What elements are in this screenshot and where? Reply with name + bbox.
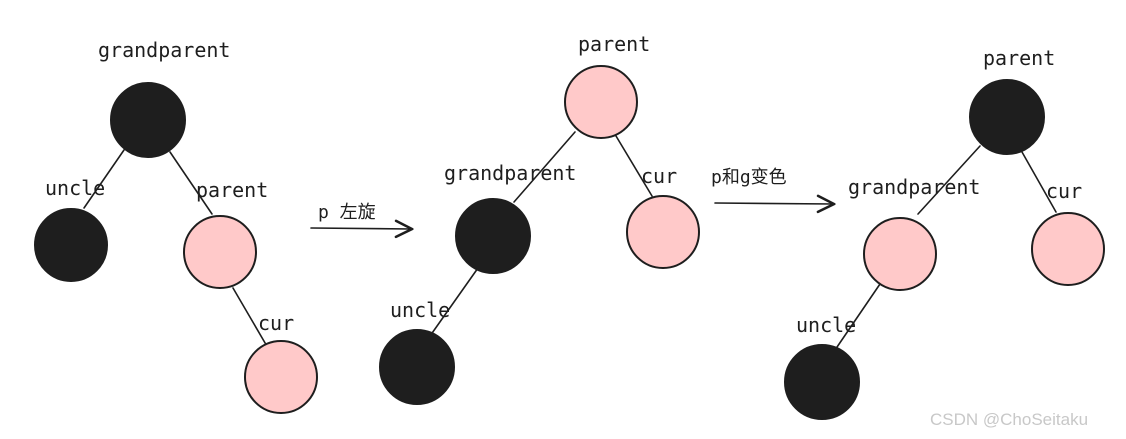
label-uncle: uncle: [390, 298, 450, 322]
node-parent: [969, 79, 1045, 155]
label-grandparent: grandparent: [98, 38, 230, 62]
node-cur: [626, 195, 700, 269]
arrow-recolor: p和g变色: [711, 167, 834, 204]
label-parent: parent: [196, 178, 268, 202]
edge-parent-cur: [1021, 151, 1057, 213]
arrow-rotate-label: p 左旋: [318, 202, 376, 223]
label-grandparent: grandparent: [848, 175, 980, 199]
arrow-recolor-line: [714, 203, 834, 204]
edge-grandparent-uncle: [834, 283, 881, 351]
edge-grandparent-uncle: [83, 149, 125, 209]
node-grandparent: [863, 217, 937, 291]
node-uncle: [379, 329, 455, 405]
arrow-recolor-label: p和g变色: [711, 167, 787, 188]
node-uncle: [784, 344, 860, 420]
edge-grandparent-parent: [169, 151, 213, 215]
edge-grandparent-uncle: [429, 267, 479, 337]
label-uncle: uncle: [45, 176, 105, 200]
label-cur: cur: [258, 311, 294, 335]
label-grandparent: grandparent: [444, 161, 576, 185]
node-grandparent: [110, 82, 186, 158]
diagram-after-rotate: parent grandparent cur uncle: [379, 32, 700, 405]
label-uncle: uncle: [796, 313, 856, 337]
diagram-after-recolor: parent grandparent cur uncle: [784, 46, 1105, 420]
label-cur: cur: [1046, 179, 1082, 203]
node-cur: [1031, 212, 1105, 286]
node-grandparent: [455, 198, 531, 274]
node-parent: [564, 65, 638, 139]
label-cur: cur: [641, 164, 677, 188]
diagram-before: grandparent uncle parent cur: [34, 38, 318, 414]
watermark-text: CSDN @ChoSeitaku: [930, 410, 1088, 429]
node-cur: [244, 340, 318, 414]
arrow-rotate-line: [310, 228, 412, 229]
edge-parent-grandparent: [917, 145, 981, 215]
edge-parent-cur: [232, 287, 269, 349]
label-parent: parent: [983, 46, 1055, 70]
node-uncle: [34, 208, 108, 282]
edge-parent-grandparent: [513, 131, 576, 203]
edge-parent-cur: [615, 135, 653, 197]
arrow-rotate: p 左旋: [310, 202, 412, 229]
label-parent: parent: [578, 32, 650, 56]
node-parent: [183, 215, 257, 289]
